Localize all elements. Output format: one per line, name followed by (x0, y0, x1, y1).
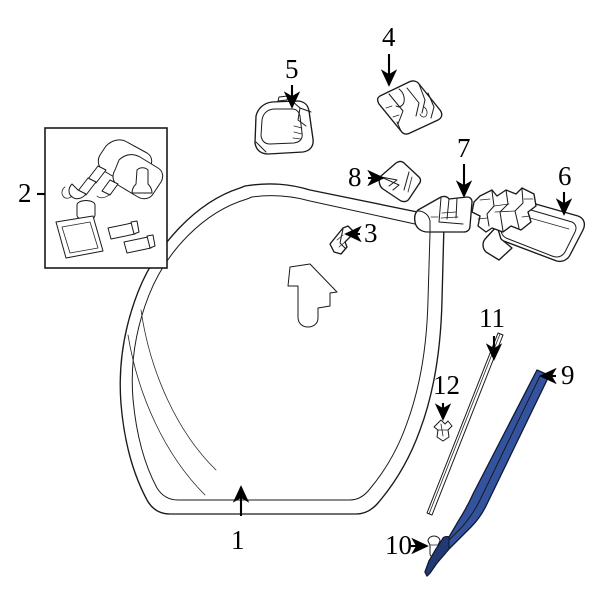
part-adhesive-installation-kit (44, 127, 168, 269)
callout-label-3[interactable]: 3 (364, 218, 378, 248)
part-windshield-side-molding (426, 332, 504, 516)
callout-label-1[interactable]: 1 (231, 525, 245, 555)
callout-label-10[interactable]: 10 (385, 530, 412, 560)
mirror-mount-bracket (471, 187, 537, 233)
callout-label-12[interactable]: 12 (433, 370, 460, 400)
callout-label-7[interactable]: 7 (457, 133, 471, 163)
part-molding-clip (433, 419, 453, 442)
part-mirror-cover-upper (378, 160, 422, 203)
callout-label-9[interactable]: 9 (561, 360, 575, 390)
callout-label-5[interactable]: 5 (285, 54, 299, 84)
part-windshield-glass (119, 183, 445, 515)
kit-item-primer-vial-one (107, 220, 140, 240)
kit-item-primer-vial-two (123, 234, 156, 254)
kit-item-abrasive-pad (55, 215, 104, 259)
callout-label-8[interactable]: 8 (348, 162, 362, 192)
callout-label-4[interactable]: 4 (382, 22, 396, 52)
part-inside-rear-view-mirror (471, 187, 586, 263)
part-rain-sensor (254, 95, 314, 155)
callout-label-2[interactable]: 2 (18, 178, 32, 208)
callout-label-6[interactable]: 6 (558, 161, 572, 191)
kit-item-adhesive-nozzle (131, 167, 153, 194)
part-mirror-cover-lower (413, 195, 473, 233)
part-sensor-cover-bracket (376, 80, 443, 135)
callout-label-11[interactable]: 11 (479, 303, 505, 333)
